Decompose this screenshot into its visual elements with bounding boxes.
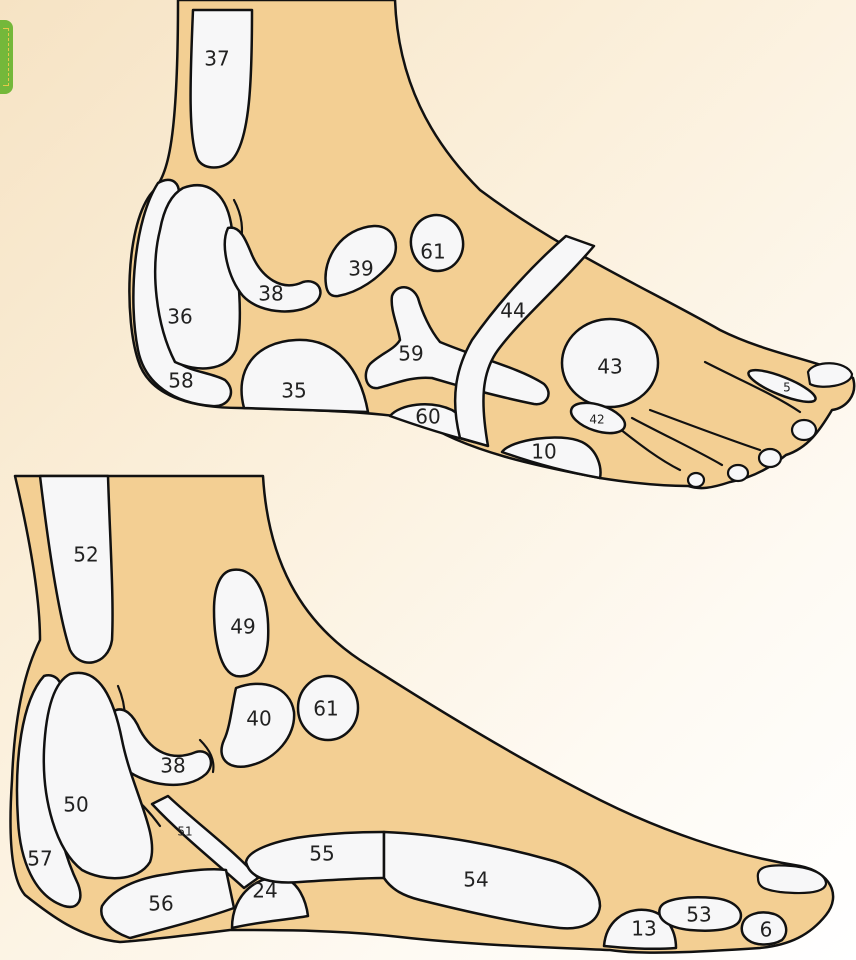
top-label-35: 35 [281, 379, 306, 403]
top-label-59: 59 [398, 342, 423, 366]
top-label-37: 37 [204, 47, 229, 71]
bottom-label-54: 54 [463, 868, 488, 892]
bottom-label-50: 50 [63, 793, 88, 817]
bottom-label-55: 55 [309, 842, 334, 866]
top-label-5: 5 [783, 381, 791, 395]
top-label-61: 61 [420, 240, 445, 264]
top-label-42: 42 [589, 413, 604, 427]
top-label-60: 60 [415, 405, 440, 429]
bottom-label-24: 24 [252, 879, 277, 903]
top-nail-toe-4 [728, 465, 748, 481]
bottom-foot: 52 49 40 61 38 50 51 57 56 24 55 54 13 5… [11, 476, 834, 953]
bottom-label-38: 38 [160, 754, 185, 778]
top-label-58: 58 [168, 369, 193, 393]
top-label-39: 39 [348, 257, 373, 281]
top-nail-big-toe [808, 363, 852, 387]
bottom-label-56: 56 [148, 892, 173, 916]
top-nail-toe-2 [792, 420, 816, 440]
top-label-38: 38 [258, 282, 283, 306]
bottom-label-13: 13 [631, 917, 656, 941]
bottom-label-57: 57 [27, 847, 52, 871]
top-nail-toe-3 [759, 449, 781, 467]
bottom-label-51: 51 [177, 825, 192, 839]
bottom-label-53: 53 [686, 903, 711, 927]
top-foot: 37 36 58 38 35 39 61 59 60 44 43 42 10 5 [129, 0, 854, 488]
top-label-43: 43 [597, 355, 622, 379]
top-label-44: 44 [500, 299, 525, 323]
top-zone-36 [155, 185, 240, 368]
bottom-label-52: 52 [73, 543, 98, 567]
top-label-36: 36 [167, 305, 192, 329]
bottom-label-6: 6 [760, 918, 773, 942]
bottom-nail-big-toe [758, 865, 826, 893]
bottom-label-61: 61 [313, 697, 338, 721]
bottom-label-40: 40 [246, 707, 271, 731]
top-nail-toe-5 [688, 473, 704, 487]
top-label-10: 10 [531, 440, 556, 464]
bottom-label-49: 49 [230, 615, 255, 639]
